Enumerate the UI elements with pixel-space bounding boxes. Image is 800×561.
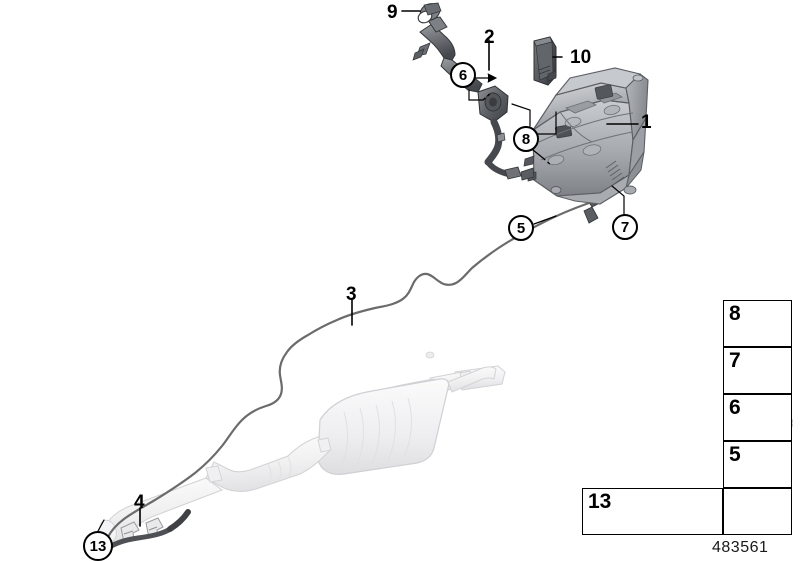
- callout-9: 9: [387, 2, 398, 23]
- callout-circle-6: 6: [450, 62, 476, 88]
- callout-2: 2: [484, 27, 495, 48]
- legend-cell-direction-arrow: [723, 488, 792, 535]
- legend-cell-8: 8: [723, 300, 792, 347]
- control-module: [533, 36, 557, 86]
- tank-vent-grille: [605, 160, 625, 185]
- callout-4: 4: [134, 492, 145, 513]
- legend-number-13: 13: [588, 490, 612, 513]
- reductant-delivery-line: [102, 201, 591, 553]
- callout-1: 1: [641, 112, 652, 133]
- diagram-part-number: 483561: [712, 539, 769, 556]
- legend-number-7: 7: [729, 349, 741, 372]
- filler-cap: [417, 2, 442, 24]
- callout-10: 10: [570, 47, 592, 68]
- callout-circle-7: 7: [612, 214, 638, 240]
- scr-reductant-tank: [522, 67, 649, 205]
- circled-leader-lines: [97, 73, 625, 532]
- dashed-pointers: [482, 91, 553, 167]
- legend-cell-7: 7: [723, 347, 792, 394]
- callout-circle-5: 5: [508, 215, 534, 241]
- exhaust-system-ghost: [97, 351, 506, 545]
- callout-circle-13: 13: [83, 531, 113, 561]
- legend-number-5: 5: [729, 443, 741, 466]
- legend-number-6: 6: [729, 396, 741, 419]
- legend-cell-13: 13: [582, 488, 723, 535]
- callout-3: 3: [346, 284, 357, 305]
- legend-cell-6: 6: [723, 394, 792, 441]
- legend-number-8: 8: [729, 302, 741, 325]
- filler-neck-assembly: [412, 16, 535, 181]
- callout-circle-8: 8: [513, 126, 539, 152]
- leader-lines: [139, 10, 639, 527]
- legend-cell-5: 5: [723, 441, 792, 488]
